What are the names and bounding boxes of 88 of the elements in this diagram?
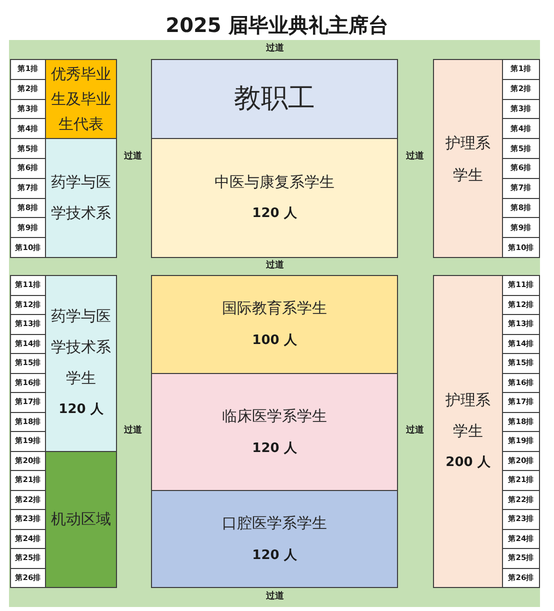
row-cell [502,294,540,315]
row-cell [10,118,46,140]
row-cell [502,314,540,334]
row-cell [10,334,46,354]
row-cell [502,78,540,100]
row-cell [10,528,46,549]
seating-area [151,490,398,588]
row-cell [502,548,540,568]
row-cell [10,314,46,334]
head-count: 120 人 [252,546,297,565]
area-label: 学生 [453,421,483,442]
row-cell [10,158,46,179]
row-cell [502,158,540,179]
seating-area [45,138,117,258]
area-label: 国际教育系学生 [222,298,327,320]
aisle-label: 过道 [124,152,142,162]
area-label: 护理系 [446,390,490,411]
row-cell [10,392,46,412]
aisle-label: 过道 [266,44,284,54]
row-cell [10,568,46,588]
aisle-label: 过道 [406,152,424,162]
row-cell [10,470,46,490]
seating-area [151,59,398,140]
area-label: 口腔医学系学生 [222,512,327,534]
row-cell [502,412,540,432]
seating-area [151,275,398,374]
title: 2025 届毕业典礼主席台 [166,12,388,38]
row-cell [10,294,46,315]
row-cell [502,450,540,471]
row-cell [10,138,46,159]
head-count: 100 人 [252,332,297,350]
area-label: 学生 [453,164,483,186]
row-cell [502,217,540,238]
row-cell [10,178,46,199]
seating-area [151,138,398,258]
row-cell [10,412,46,432]
area-label: 中医与康复系学生 [214,172,334,194]
row-cell [10,353,46,374]
row-cell [502,431,540,452]
row-cell [502,568,540,588]
row-cell [10,59,46,80]
row-cell [502,353,540,374]
area-label: 优秀毕业生及毕业生代表 [50,64,112,135]
area-label: 护理系 [446,132,490,154]
aisle-label: 过道 [266,592,284,602]
row-cell [502,237,540,258]
aisle-label: 过道 [124,426,142,436]
row-cell [502,372,540,393]
area-label: 药学与医学技术系学生 [50,306,112,390]
row-cell [10,490,46,510]
row-cell [10,372,46,393]
row-cell [502,59,540,80]
row-cell [502,275,540,296]
row-cell [10,548,46,568]
row-cell [502,334,540,354]
head-count: 120 人 [252,440,297,458]
seating-area [45,450,117,588]
row-cell [10,98,46,120]
row-cell [10,431,46,452]
row-cell [10,217,46,238]
aisle-label: 过道 [266,260,284,272]
head-count: 200 人 [446,454,490,472]
head-count: 120 人 [252,205,297,224]
row-cell [502,118,540,140]
row-cell [502,198,540,218]
area-label: 药学与医学技术系 [50,172,112,224]
row-cell [10,198,46,218]
row-cell [502,509,540,530]
row-cell [10,275,46,296]
seating-area [45,275,117,452]
seating-area [433,59,503,258]
row-cell [502,178,540,199]
row-cell [502,98,540,120]
row-cell [10,509,46,530]
row-cell [10,237,46,258]
head-count: 120 人 [58,401,104,420]
row-cell [502,470,540,490]
area-label: 教职工 [234,82,315,116]
row-cell [10,78,46,100]
row-cell [502,392,540,412]
row-cell [502,528,540,549]
aisle-label: 过道 [406,426,424,436]
row-cell [502,490,540,510]
seating-area [151,372,398,490]
seating-area [433,275,503,588]
row-cell [502,138,540,159]
area-label: 机动区域 [51,509,111,530]
area-label: 临床医学系学生 [222,406,327,426]
